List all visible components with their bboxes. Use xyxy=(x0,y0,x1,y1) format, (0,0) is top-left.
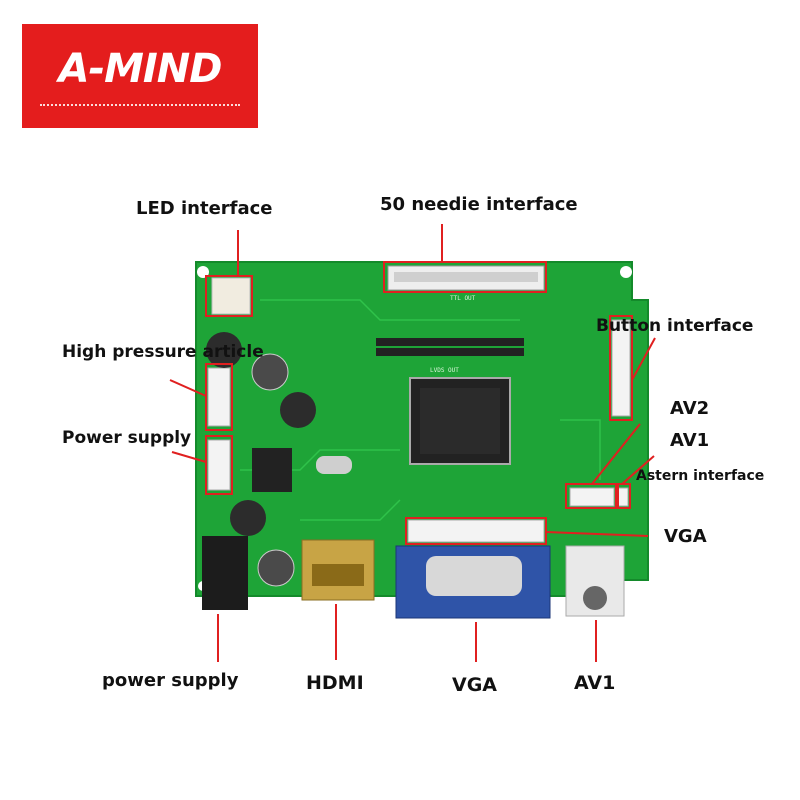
led-connector xyxy=(211,277,251,315)
label-av2: AV2 xyxy=(670,398,710,419)
capacitor-top xyxy=(251,353,289,391)
pin-header-rows xyxy=(376,338,524,356)
lvds-out-silkscreen: LVDS OUT xyxy=(430,367,459,374)
label-power-supply-bottom: power supply xyxy=(102,670,239,691)
power-connector xyxy=(207,439,231,491)
label-vga-bottom: VGA xyxy=(452,674,498,696)
label-vga-right: VGA xyxy=(664,526,707,547)
crystal xyxy=(316,456,352,474)
capacitor-bottom xyxy=(257,549,295,587)
label-50-needle-interface: 50 needie interface xyxy=(380,194,578,215)
av2-connector xyxy=(569,487,615,507)
astern-connector xyxy=(617,487,629,507)
label-high-pressure-article: High pressure article xyxy=(62,342,264,362)
mount-hole-top-right xyxy=(620,266,632,278)
label-button-interface: Button interface xyxy=(596,316,754,336)
label-power-supply-top: Power supply xyxy=(62,428,192,448)
label-hdmi: HDMI xyxy=(306,672,364,694)
callout-lines xyxy=(169,224,656,662)
brand-logo: A-MIND xyxy=(22,24,258,128)
high-pressure-connector xyxy=(207,367,231,427)
label-astern-interface: Astern interface xyxy=(636,468,765,484)
button-connector xyxy=(611,319,631,417)
callout-boxes xyxy=(205,261,633,545)
brand-name: A-MIND xyxy=(58,46,223,92)
label-av1-top: AV1 xyxy=(670,430,710,451)
dc-jack-port xyxy=(202,536,248,610)
vga-connector-header xyxy=(407,519,545,543)
ttl-out-silkscreen: TTL OUT xyxy=(450,295,476,302)
label-led-interface: LED interface xyxy=(136,198,273,219)
logo-underline xyxy=(40,104,240,106)
label-av1-bottom: AV1 xyxy=(574,672,616,694)
inductor-bottom xyxy=(230,500,266,536)
regulator-chip xyxy=(252,448,292,492)
inductor-middle xyxy=(280,392,316,428)
inductor-top xyxy=(206,332,242,368)
